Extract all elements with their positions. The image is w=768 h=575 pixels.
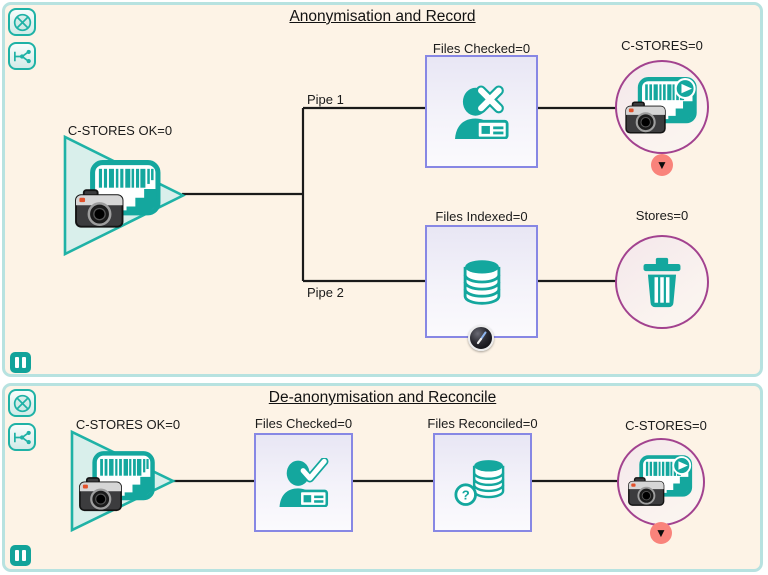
close-button[interactable]: [8, 8, 36, 36]
connector-lines: [182, 106, 617, 283]
person-x-id-card-icon: [452, 85, 512, 139]
node-label: Stores=0: [635, 208, 689, 223]
pipeline-branch-button[interactable]: [8, 423, 36, 451]
circle-x-icon: [12, 12, 33, 33]
down-marker-badge: ▼: [651, 154, 673, 176]
node-label: Files Indexed=0: [435, 209, 528, 224]
pause-button[interactable]: [10, 545, 31, 566]
pipeline-branch-button[interactable]: [8, 42, 36, 70]
node-label: C-STORES=0: [625, 418, 707, 433]
node-label: C-STORES OK=0: [67, 123, 173, 138]
database-question-icon: [454, 458, 512, 507]
trash-icon: [639, 257, 685, 308]
connector-lines: [173, 479, 619, 483]
node-source-cstores[interactable]: [70, 429, 176, 534]
down-triangle-icon: ▼: [656, 158, 668, 172]
down-triangle-icon: ▼: [655, 526, 667, 540]
node-label: Files Checked=0: [254, 416, 353, 431]
node-cstores[interactable]: [615, 60, 709, 154]
pipe2-label: Pipe 2: [307, 285, 344, 300]
close-button[interactable]: [8, 389, 36, 417]
node-stores[interactable]: [615, 235, 709, 329]
pause-icon: [15, 550, 19, 561]
node-label: C-STORES OK=0: [75, 417, 181, 432]
node-label: C-STORES=0: [621, 38, 703, 53]
person-check-id-card-icon: [277, 458, 331, 507]
page-title: De-anonymisation and Reconcile: [268, 389, 497, 406]
panel-deanonymisation: De-anonymisation and Reconcile C-STORES …: [2, 383, 763, 572]
node-source-cstores[interactable]: [63, 134, 187, 258]
down-marker-badge: ▼: [650, 522, 672, 544]
panel-anonymisation: Anonymisation and Record C-STORES OK=0 P…: [2, 2, 763, 377]
camera-barcode-store-play-icon: [625, 77, 699, 138]
node-files-checked[interactable]: [254, 433, 353, 532]
node-label: Files Checked=0: [432, 41, 531, 56]
node-cstores[interactable]: [617, 438, 705, 526]
pipe1-label: Pipe 1: [307, 92, 344, 107]
circle-x-icon: [12, 393, 33, 414]
page-title: Anonymisation and Record: [289, 8, 476, 25]
pause-button[interactable]: [10, 352, 31, 373]
camera-barcode-store-play-icon: [628, 455, 694, 510]
node-files-indexed[interactable]: [425, 225, 538, 338]
pipeline-branch-icon: [12, 427, 33, 448]
pause-icon: [15, 357, 19, 368]
database-icon: [457, 258, 507, 306]
node-files-checked[interactable]: [425, 55, 538, 168]
clock-badge-icon: [468, 325, 494, 351]
node-files-reconciled[interactable]: [433, 433, 532, 532]
node-label: Files Reconciled=0: [427, 416, 538, 431]
pipeline-branch-icon: [12, 46, 33, 67]
